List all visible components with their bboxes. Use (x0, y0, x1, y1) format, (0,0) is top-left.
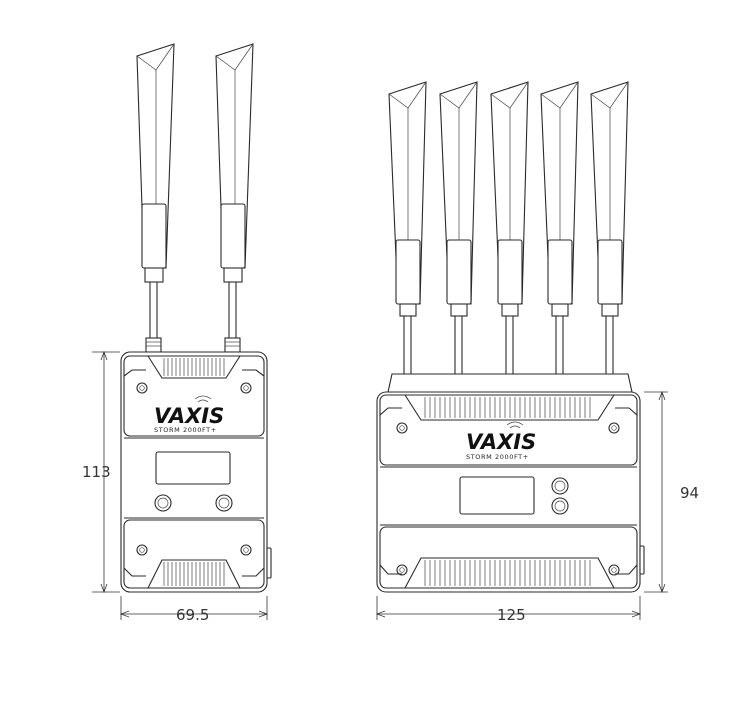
left-width-label: 69.5 (176, 606, 209, 624)
right-brand-logo: VAXIS (466, 430, 536, 454)
right-antenna-2 (439, 81, 478, 374)
left-device-body (120, 351, 268, 593)
right-height-label: 94 (680, 484, 699, 502)
left-display-screen (155, 451, 231, 485)
right-button-2[interactable] (551, 497, 569, 515)
left-button-1[interactable] (154, 494, 172, 512)
left-width-dimension: 69.5 (119, 596, 269, 624)
left-height-label: 113 (82, 463, 111, 481)
right-height-dimension: 94 (644, 390, 699, 594)
left-antenna-1 (136, 43, 175, 353)
left-brand-logo: VAXIS (154, 404, 224, 428)
right-antenna-mount (387, 373, 633, 393)
left-height-dimension: 113 (82, 350, 120, 594)
right-antenna-1 (388, 81, 427, 374)
right-width-label: 125 (497, 606, 526, 624)
left-top-grille (163, 358, 225, 376)
right-bottom-grille (424, 560, 591, 586)
left-device: VAXIS STORM 2000FT+ (82, 43, 272, 624)
left-button-2[interactable] (215, 494, 233, 512)
right-display-screen (459, 476, 535, 515)
right-antenna-5 (590, 81, 629, 374)
left-antenna-2 (215, 43, 254, 353)
right-width-dimension: 125 (375, 596, 642, 624)
left-bottom-grille (163, 562, 225, 586)
right-device: VAXIS STORM 2000FT+ (375, 81, 699, 624)
right-device-body (376, 391, 641, 593)
right-top-grille (424, 397, 591, 418)
right-button-1[interactable] (551, 477, 569, 495)
right-antenna-4 (540, 81, 579, 374)
right-antenna-3 (490, 81, 529, 374)
right-model-label: STORM 2000FT+ (466, 453, 529, 461)
left-model-label: STORM 2000FT+ (154, 426, 217, 434)
